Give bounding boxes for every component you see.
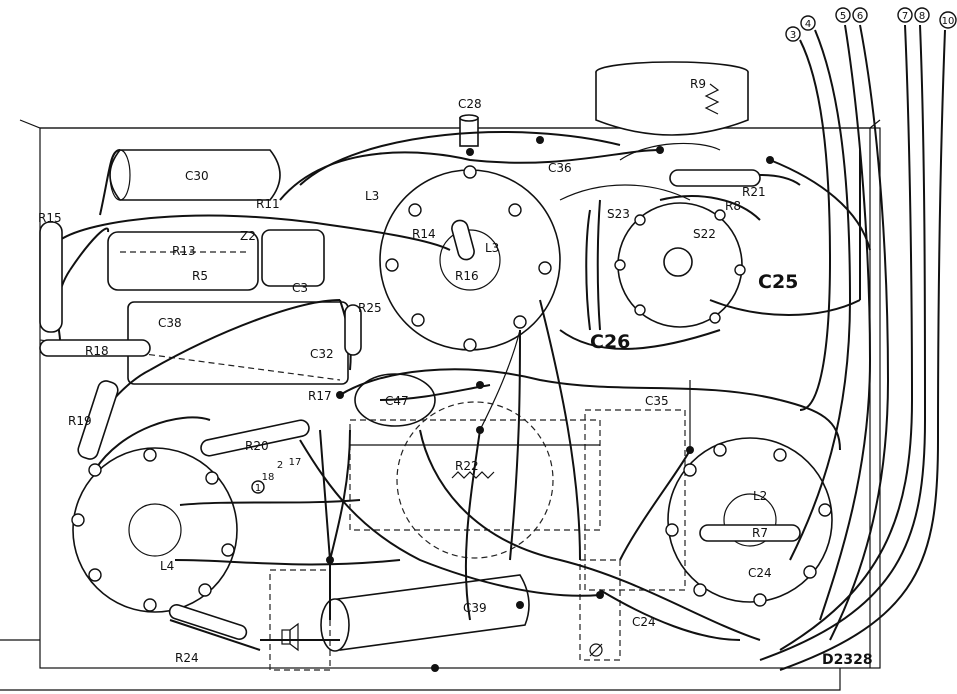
terminal-labels: 3 4 5 6 7 8 10 — [790, 11, 955, 41]
label-r11: R11 — [256, 197, 280, 211]
lug-1: 1 — [255, 483, 261, 494]
terminal-4: 4 — [805, 19, 811, 30]
label-r15: R15 — [38, 211, 62, 225]
label-c26: C26 — [590, 331, 630, 353]
chassis-frames — [269, 409, 686, 671]
label-c24b: C24 — [632, 615, 656, 629]
label-z2: Z2 — [240, 229, 256, 243]
label-r21: R21 — [742, 185, 766, 199]
label-s22: S22 — [693, 227, 716, 241]
label-c32: C32 — [310, 347, 334, 361]
label-r22: R22 — [455, 459, 479, 473]
label-r18: R18 — [85, 344, 109, 358]
label-r16: R16 — [455, 269, 479, 283]
label-r17: R17 — [308, 389, 332, 403]
lug-numbers: 1 18 2 17 — [251, 457, 302, 494]
socket-l2 — [667, 437, 833, 603]
label-l3-top: L3 — [365, 189, 379, 203]
r9-enclosure — [595, 61, 749, 136]
external-leads — [759, 24, 946, 671]
label-l4: L4 — [160, 559, 174, 573]
component-labels: C30 C28 R9 C36 R15 R11 R13 R5 Z2 C3 L3 R… — [38, 77, 873, 668]
label-r24: R24 — [175, 651, 199, 665]
label-r8: R8 — [725, 199, 741, 213]
label-c3: C3 — [292, 281, 308, 295]
label-c39: C39 — [463, 601, 487, 615]
terminal-circles — [785, 7, 957, 42]
ground-icon — [589, 643, 603, 657]
label-r9: R9 — [690, 77, 706, 91]
lug-2: 2 — [277, 460, 283, 471]
speaker-icon — [281, 622, 299, 652]
label-r13: R13 — [172, 244, 196, 258]
label-c30: C30 — [185, 169, 209, 183]
terminal-8: 8 — [919, 11, 925, 22]
terminal-3: 3 — [790, 30, 796, 41]
label-r5: R5 — [192, 269, 208, 283]
label-r14: R14 — [412, 227, 436, 241]
socket-l3 — [379, 169, 561, 351]
label-r19: R19 — [68, 414, 92, 428]
terminal-7: 7 — [902, 11, 908, 22]
socket-l4 — [72, 447, 238, 613]
solder-joints — [326, 136, 774, 672]
label-c38: C38 — [158, 316, 182, 330]
label-c36: C36 — [548, 161, 572, 175]
socket-r22 — [396, 401, 554, 559]
terminal-10: 10 — [942, 16, 955, 27]
terminal-5: 5 — [840, 11, 846, 22]
label-s23: S23 — [607, 207, 630, 221]
lug-18: 18 — [262, 472, 275, 483]
resistor-block-r13-r5 — [107, 229, 325, 291]
label-c24: C24 — [748, 566, 772, 580]
capacitor-c28 — [459, 114, 479, 147]
label-c47: C47 — [385, 394, 409, 408]
label-r20: R20 — [245, 439, 269, 453]
capacitor-c30 — [109, 149, 281, 201]
label-c35: C35 — [645, 394, 669, 408]
drawing-id: D2328 — [822, 652, 873, 668]
label-c28: C28 — [458, 97, 482, 111]
label-l2: L2 — [753, 489, 767, 503]
resistors — [39, 169, 801, 640]
label-l3-socket: L3 — [485, 241, 499, 255]
wiring — [56, 131, 871, 651]
socket-pins — [71, 165, 832, 612]
label-r25: R25 — [358, 301, 382, 315]
label-c25: C25 — [758, 271, 798, 293]
capacitor-c39 — [320, 574, 530, 652]
label-r7: R7 — [752, 526, 768, 540]
terminal-6: 6 — [857, 11, 863, 22]
lug-17: 17 — [289, 457, 302, 468]
